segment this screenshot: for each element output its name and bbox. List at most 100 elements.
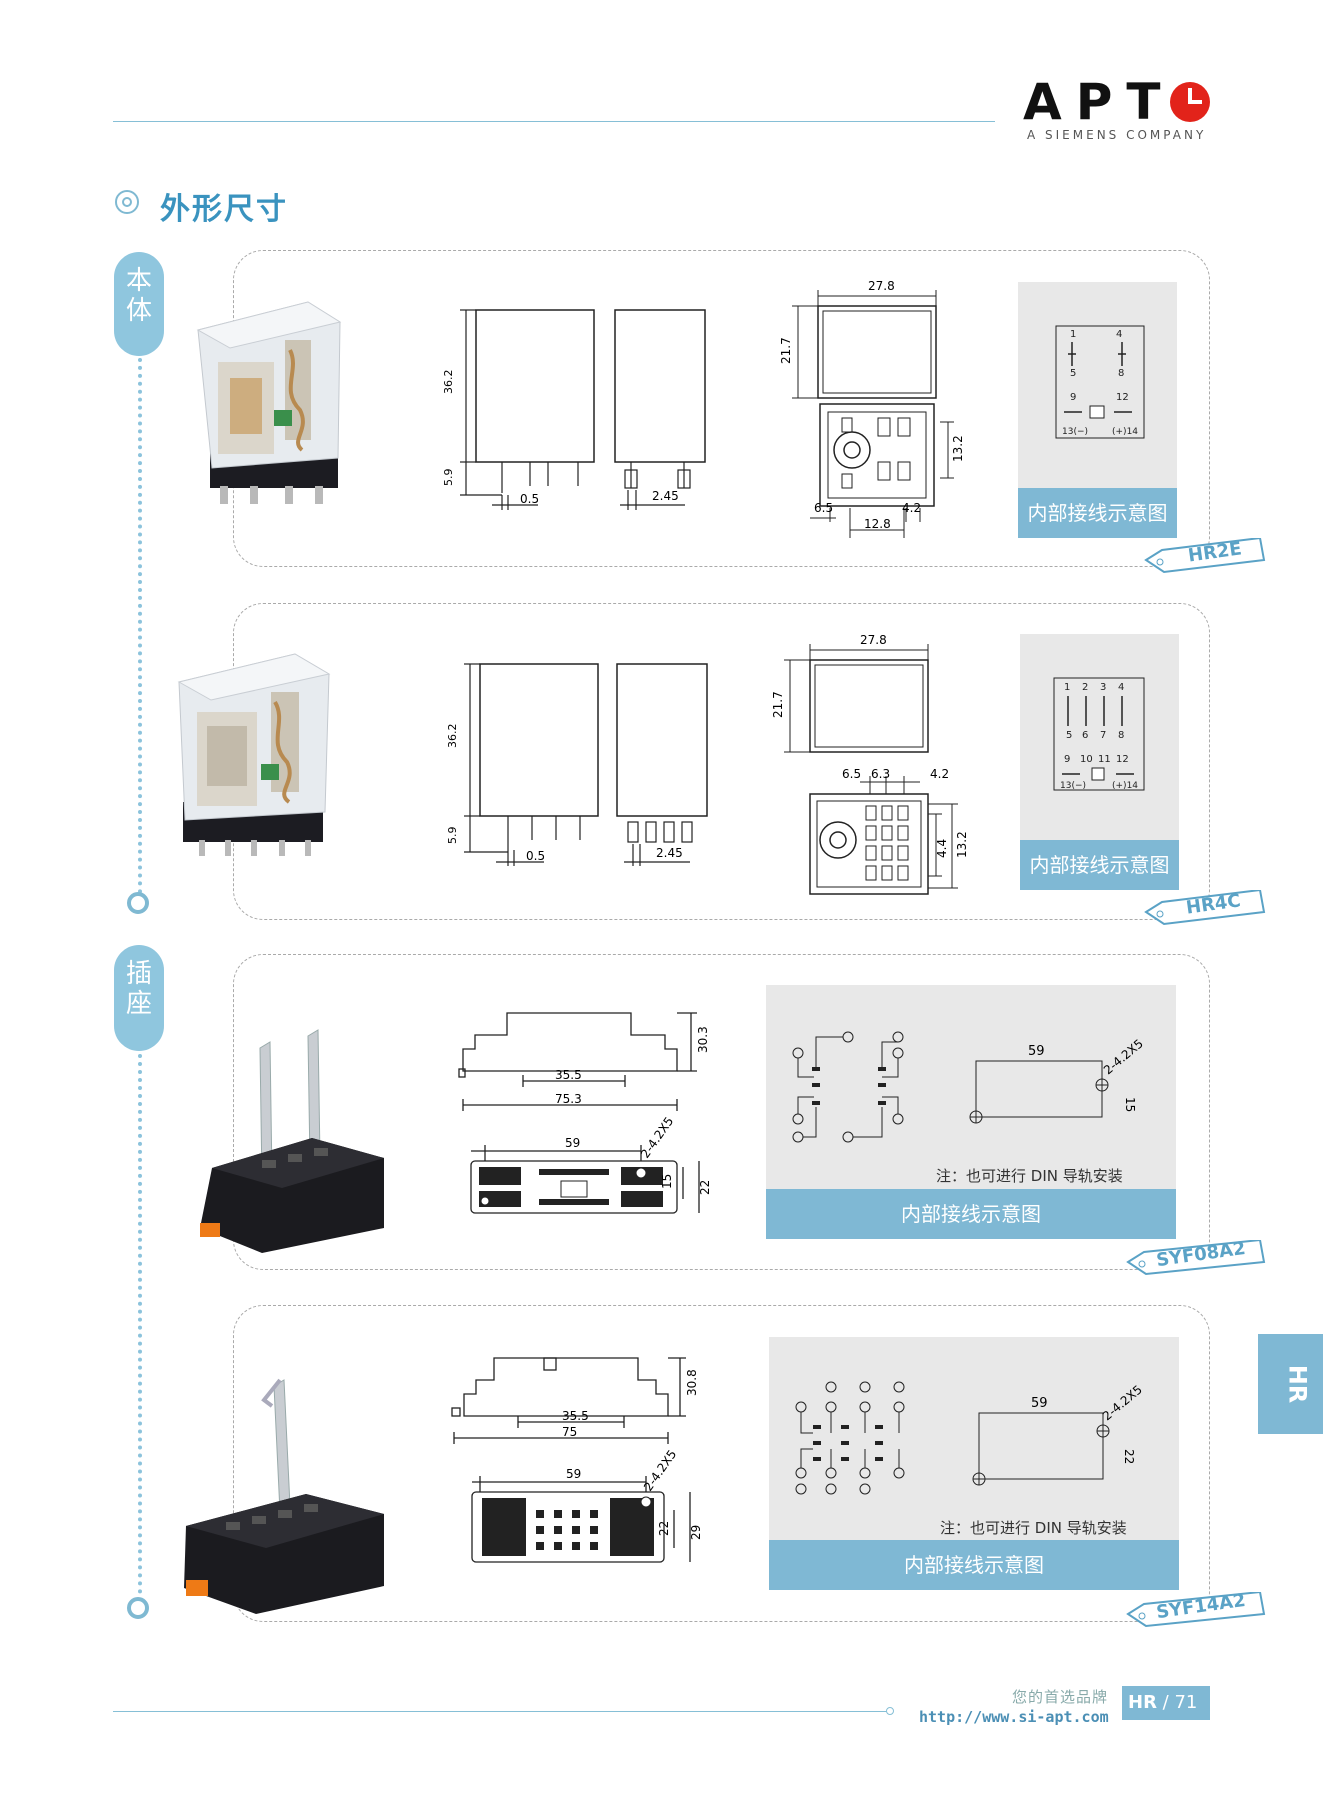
drawing-hr2e-front: 36.2 5.9 0.5 2.45 — [440, 300, 730, 524]
terminal-label: 2 — [1082, 682, 1088, 693]
dim-pin-len: 5.9 — [442, 469, 455, 487]
dim-b: 4.2 — [902, 501, 921, 515]
group-label-body: 本 体 — [114, 252, 164, 356]
page-number-box: HR / 71 — [1122, 1686, 1210, 1720]
socket-photo-syf08a2 — [192, 1028, 392, 1262]
section-title: 外形尺寸 — [160, 192, 288, 227]
relay-photo-hr4c — [175, 652, 345, 876]
din-note: 注：也可进行 DIN 导轨安装 — [940, 1519, 1127, 1537]
dim-length: 75.3 — [555, 1092, 582, 1106]
dim-base-h: 13.2 — [951, 435, 965, 462]
drawing-hr4c-top: 27.8 21.7 6.5 6.3 4.2 4.4 13.2 — [770, 626, 980, 900]
wiring-dim-hole: 2-4.2X5 — [1100, 1382, 1145, 1423]
wiring-label-syf08a2: 内部接线示意图 — [766, 1189, 1176, 1239]
dim-pin-w: 0.5 — [520, 492, 539, 506]
dim-c: 12.8 — [864, 517, 891, 531]
terminal-label: 13(−) — [1062, 427, 1088, 437]
dim-pin-w: 0.5 — [526, 849, 545, 863]
model-tag-syf14a2: SYF14A2 — [1126, 1590, 1266, 1628]
timeline-end-body — [127, 892, 149, 914]
wiring-label-hr2e: 内部接线示意图 — [1018, 488, 1177, 538]
terminal-label: 5 — [1066, 730, 1072, 741]
dim-pin-len: 5.9 — [446, 827, 459, 845]
wiring-dim-w: 15 — [1123, 1097, 1137, 1112]
timeline-body — [138, 358, 142, 894]
dim-pin-pitch: 2.45 — [652, 489, 679, 503]
dim-w1: 22 — [657, 1521, 671, 1536]
terminal-label: (+)14 — [1112, 781, 1138, 791]
dim-w1: 15 — [660, 1174, 674, 1189]
dim-height: 36.2 — [442, 370, 455, 395]
wiring-box-hr2e: 1 4 5 8 9 12 13(−) (+)14 内部接线示意图 — [1018, 282, 1177, 538]
side-tab-hr[interactable]: HR — [1258, 1334, 1323, 1434]
terminal-label: 13(−) — [1060, 781, 1086, 791]
dim-width-top: 27.8 — [860, 633, 887, 647]
timeline-socket — [138, 1054, 142, 1594]
page-section: HR — [1128, 1692, 1157, 1713]
dim-hole: 2-4.2X5 — [641, 1447, 679, 1493]
model-tag-syf08a2: SYF08A2 — [1126, 1238, 1266, 1276]
terminal-label: (+)14 — [1112, 427, 1138, 437]
terminal-label: 4 — [1118, 682, 1124, 693]
drawing-syf08a2: 30.3 35.5 75.3 59 2-4.2X5 15 22 — [455, 1005, 715, 1239]
terminal-label: 9 — [1070, 392, 1076, 403]
footer-url[interactable]: http://www.si-apt.com — [919, 1708, 1109, 1726]
dim-pitch: 59 — [566, 1467, 581, 1481]
terminal-label: 7 — [1100, 730, 1106, 741]
wiring-label-syf14a2: 内部接线示意图 — [769, 1540, 1179, 1590]
relay-photo-hr2e — [190, 300, 350, 524]
dim-e: 13.2 — [955, 831, 969, 858]
terminal-label: 3 — [1100, 682, 1106, 693]
product-card-syf08a2 — [233, 954, 1210, 1270]
footer-slogan: 您的首选品牌 — [1012, 1688, 1109, 1706]
dim-w2: 22 — [698, 1180, 712, 1195]
timeline-end-socket — [127, 1597, 149, 1619]
brand-logo-circle-icon — [1170, 82, 1210, 122]
dim-inner: 35.5 — [562, 1409, 589, 1423]
dim-height-top: 21.7 — [771, 691, 785, 718]
model-tag-hr2e: HR2E — [1144, 538, 1266, 574]
model-tag-hr4c: HR4C — [1144, 890, 1266, 926]
dim-pitch: 59 — [565, 1136, 580, 1150]
dim-d: 4.4 — [935, 839, 949, 858]
drawing-hr2e-top: 27.8 21.7 13.2 6.5 4.2 12.8 — [770, 272, 970, 546]
dim-height: 30.3 — [696, 1026, 710, 1053]
terminal-label: 9 — [1064, 754, 1070, 765]
terminal-label: 1 — [1064, 682, 1070, 693]
dim-pin-pitch: 2.45 — [656, 846, 683, 860]
wiring-dim-w: 22 — [1122, 1449, 1136, 1464]
product-card-syf14a2 — [233, 1305, 1210, 1622]
wiring-dim-pitch: 59 — [1028, 1044, 1045, 1059]
dim-height: 36.2 — [446, 724, 459, 749]
dim-b: 6.3 — [871, 767, 890, 781]
din-note: 注：也可进行 DIN 导轨安装 — [936, 1167, 1123, 1185]
wiring-dim-hole: 2-4.2X5 — [1101, 1036, 1146, 1077]
wiring-box-syf14a2: 59 2-4.2X5 22 注：也可进行 DIN 导轨安装 内部接线示意图 — [769, 1337, 1179, 1590]
socket-photo-syf14a2 — [176, 1376, 386, 1620]
dim-a: 6.5 — [842, 767, 861, 781]
terminal-label: 12 — [1116, 392, 1129, 403]
terminal-label: 10 — [1080, 754, 1093, 765]
terminal-label: 6 — [1082, 730, 1088, 741]
dim-inner: 35.5 — [555, 1068, 582, 1082]
brand-subtitle: A SIEMENS COMPANY — [1027, 128, 1207, 142]
terminal-label: 12 — [1116, 754, 1129, 765]
terminal-label: 11 — [1098, 754, 1111, 765]
brand-logo: APT — [1023, 73, 1175, 131]
dim-length: 75 — [562, 1425, 577, 1439]
terminal-label: 8 — [1118, 368, 1124, 379]
wiring-label-hr4c: 内部接线示意图 — [1020, 840, 1179, 890]
terminal-label: 4 — [1116, 329, 1122, 340]
drawing-hr4c-front: 36.2 5.9 0.5 2.45 — [440, 654, 730, 878]
group-label-socket: 插 座 — [114, 945, 164, 1051]
terminal-label: 1 — [1070, 329, 1076, 340]
wiring-dim-pitch: 59 — [1031, 1396, 1048, 1411]
terminal-label: 8 — [1118, 730, 1124, 741]
drawing-syf14a2: 30.8 35.5 75 59 2-4.2X5 22 29 — [450, 1350, 710, 1584]
footer-dot-icon — [886, 1707, 894, 1715]
dim-c: 4.2 — [930, 767, 949, 781]
dim-a: 6.5 — [814, 501, 833, 515]
dim-height-top: 21.7 — [779, 337, 793, 364]
dim-width-top: 27.8 — [868, 279, 895, 293]
section-target-icon — [115, 190, 139, 214]
